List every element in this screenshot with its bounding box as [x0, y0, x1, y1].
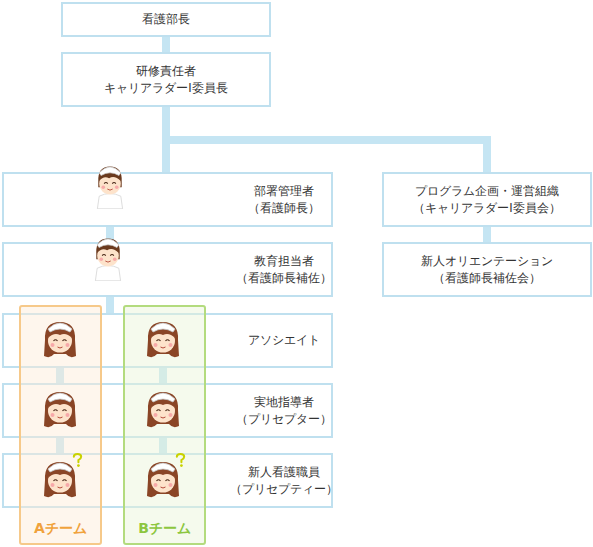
role-label: 新人オリエンテーション [421, 253, 553, 270]
role-label: （看護師長補佐会） [433, 270, 541, 287]
role-label: 研修責任者 [136, 63, 196, 80]
connector [106, 297, 114, 313]
role-label: （プリセプター） [236, 411, 332, 428]
role-label: （キャリアラダーI委員会） [413, 200, 560, 217]
role-box: 部署管理者（看護師長） [2, 172, 333, 227]
connector [483, 227, 491, 242]
team-label: Bチーム [138, 520, 191, 538]
role-box: 看護部長 [61, 2, 271, 37]
role-label: 実地指導者 [254, 394, 314, 411]
team-label: Aチーム [34, 520, 87, 538]
connector [166, 107, 487, 172]
role-label: キャリアラダーI委員長 [104, 80, 227, 97]
role-label: 新人看護職員 [248, 464, 320, 481]
role-label: （看護師長補佐） [236, 270, 332, 287]
role-label: アソシエイト [248, 332, 320, 349]
role-label: （看護師長） [248, 200, 320, 217]
role-label: 教育担当者 [254, 253, 314, 270]
role-box: プログラム企画・運営組織（キャリアラダーI委員会） [382, 172, 592, 227]
role-box: 教育担当者（看護師長補佐） [2, 242, 333, 297]
role-label: 部署管理者 [254, 183, 314, 200]
role-label: プログラム企画・運営組織 [415, 183, 559, 200]
role-box: 新人オリエンテーション（看護師長補佐会） [382, 242, 592, 297]
role-label: （プリセプティー） [230, 481, 338, 498]
role-label: 看護部長 [142, 11, 190, 28]
role-box: 研修責任者キャリアラダーI委員長 [61, 52, 271, 107]
connector [162, 37, 170, 52]
